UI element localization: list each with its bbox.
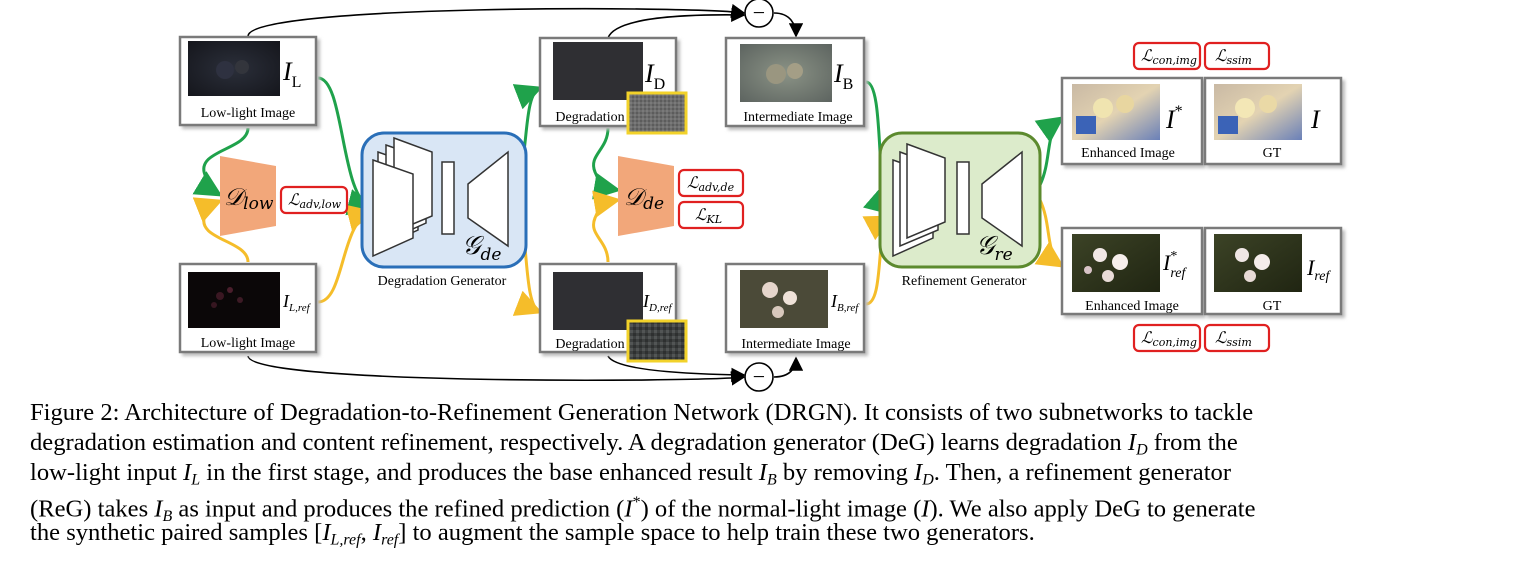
panel-caption: Degradation bbox=[555, 337, 624, 352]
panel-gt-top: I GT bbox=[1203, 76, 1345, 168]
green-arrow bbox=[192, 127, 250, 197]
loss-adv-low: ℒadv,low bbox=[279, 185, 349, 215]
caption-line-2: degradation estimation and content refin… bbox=[30, 429, 1238, 459]
panel-low-light-bottom: IL,ref Low-light Image bbox=[178, 262, 320, 356]
panel-caption: GT bbox=[1263, 299, 1282, 314]
svg-text:−: − bbox=[753, 0, 765, 25]
loss-ssim-top: ℒssim bbox=[1203, 41, 1271, 71]
refinement-generator: 𝒢re Refinement Generator bbox=[878, 131, 1042, 289]
symbol-I: I bbox=[1310, 105, 1321, 134]
panel-gt-bottom: Iref GT bbox=[1203, 226, 1345, 318]
yellow-arrow bbox=[1034, 199, 1065, 268]
panel-caption: Intermediate Image bbox=[743, 110, 852, 125]
panel-caption: Intermediate Image bbox=[741, 337, 850, 352]
caption-line-3: low-light input IL in the first stage, a… bbox=[30, 459, 1232, 489]
yellow-arrow bbox=[192, 197, 250, 263]
symbol-I-ref: Iref bbox=[1306, 255, 1331, 284]
panel-intermediate-bottom: IB,ref Intermediate Image bbox=[724, 262, 868, 356]
discriminator-de: 𝒟de bbox=[618, 156, 674, 236]
panel-caption: Low-light Image bbox=[201, 336, 295, 351]
flow-arrow bbox=[607, 7, 746, 39]
panel-caption: Enhanced Image bbox=[1081, 146, 1175, 161]
flow-arrow bbox=[773, 356, 804, 378]
degradation-zoom-inset bbox=[626, 91, 688, 135]
svg-text:−: − bbox=[753, 364, 765, 389]
loss-con-img-bottom: ℒcon,img bbox=[1132, 323, 1202, 353]
low-light-ref-image bbox=[188, 272, 280, 328]
flow-arrow bbox=[247, 355, 746, 386]
loss-con-img-top: ℒcon,img bbox=[1132, 41, 1202, 71]
subtract-operator-top: − bbox=[744, 0, 774, 28]
panel-caption: GT bbox=[1263, 146, 1282, 161]
degradation-ref-zoom-inset bbox=[626, 319, 688, 363]
degradation-generator-caption: Degradation Generator bbox=[378, 274, 507, 289]
flow-arrow bbox=[247, 3, 746, 37]
panel-caption: Degradation bbox=[555, 110, 624, 125]
panel-caption: Enhanced Image bbox=[1085, 299, 1179, 314]
loss-kl: ℒKL bbox=[677, 200, 745, 230]
caption-line-1: Figure 2: Architecture of Degradation-to… bbox=[30, 399, 1254, 426]
loss-adv-de: ℒadv,de bbox=[677, 168, 745, 198]
caption-line-5: the synthetic paired samples [IL,ref, Ir… bbox=[30, 519, 1035, 549]
caption-line-4: (ReG) takes IB as input and produces the… bbox=[30, 494, 1256, 526]
green-arrow bbox=[592, 127, 621, 200]
panel-caption: Low-light Image bbox=[201, 106, 295, 121]
low-light-image bbox=[188, 41, 280, 96]
flow-arrow bbox=[773, 12, 804, 38]
flow-arrow bbox=[607, 355, 746, 382]
panel-degradation-bottom: ID,ref Degradation bbox=[538, 262, 688, 363]
green-arrow bbox=[1034, 116, 1065, 186]
discriminator-low: 𝒟low bbox=[220, 156, 276, 236]
intermediate-image bbox=[740, 44, 832, 102]
panel-low-light-top: IL Low-light Image bbox=[178, 35, 320, 129]
subtract-operator-bottom: − bbox=[744, 362, 774, 392]
panel-enhanced-top: I* Enhanced Image bbox=[1060, 76, 1206, 168]
panel-intermediate-top: IB Intermediate Image bbox=[724, 36, 868, 130]
degradation-image bbox=[553, 42, 643, 100]
panel-enhanced-bottom: I*ref Enhanced Image bbox=[1060, 226, 1206, 318]
architecture-diagram: − − IL Low-light Image IL,ref Low-light … bbox=[178, 0, 1345, 392]
yellow-arrow bbox=[592, 190, 621, 263]
panel-degradation-top: ID Degradation bbox=[538, 36, 688, 135]
loss-ssim-bottom: ℒssim bbox=[1203, 323, 1271, 353]
refinement-generator-caption: Refinement Generator bbox=[902, 274, 1027, 289]
degradation-generator: 𝒢de Degradation Generator bbox=[360, 131, 528, 289]
